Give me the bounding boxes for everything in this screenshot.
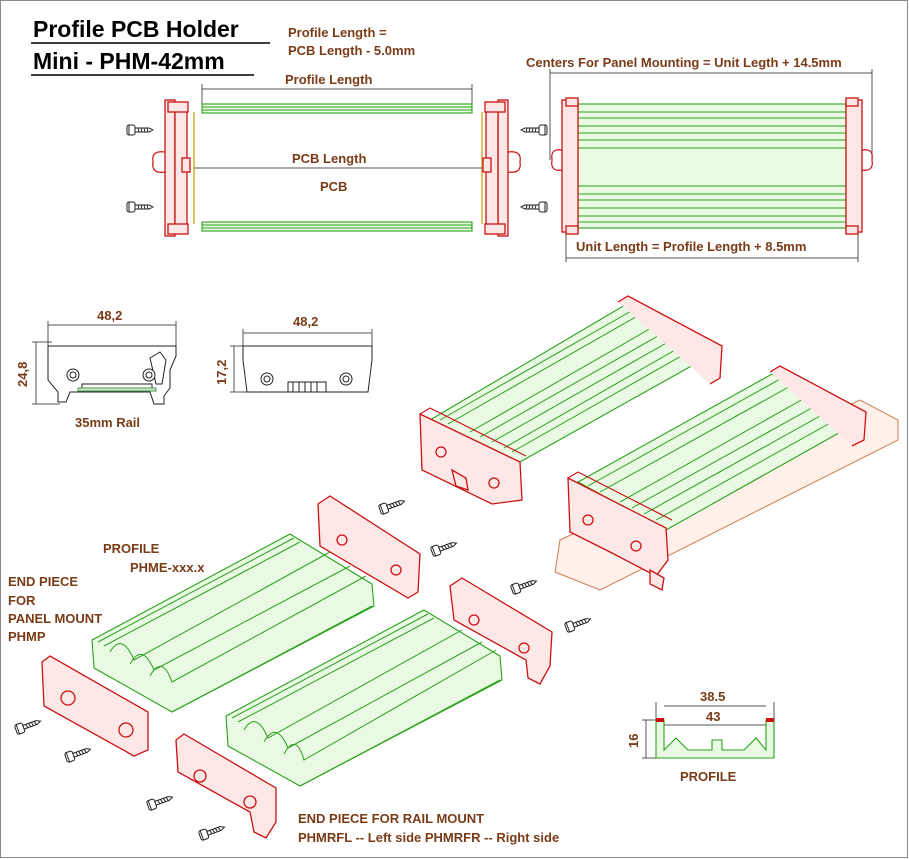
profile-strip-top	[201, 103, 473, 114]
rail-end-height: 24,8	[15, 362, 30, 387]
screw-icon	[13, 715, 43, 736]
right-end-piece-top	[482, 99, 521, 237]
rail-end-label-1: END PIECE FOR RAIL MOUNT	[298, 811, 484, 826]
screw-icon	[63, 743, 93, 764]
panel-end-label-1: END PIECE	[8, 574, 78, 589]
rail-end-view: 48,2 24,8 35mm Rail	[15, 308, 177, 430]
profile-outer-width: 43	[706, 709, 720, 724]
centers-label: Centers For Panel Mounting = Unit Legth …	[526, 55, 842, 70]
end-piece-rail-front	[175, 733, 277, 839]
profile-body	[577, 103, 847, 229]
profile-strip-bottom	[201, 221, 473, 232]
panel-end-height: 17,2	[214, 360, 229, 385]
panel-end-width: 48,2	[293, 314, 318, 329]
pcb-label: PCB	[320, 179, 347, 194]
panel-end-label-4: PHMP	[8, 629, 46, 644]
profile-label-1: PROFILE	[103, 541, 160, 556]
profile-height: 16	[626, 734, 641, 748]
profile-label-2: PHME-xxx.x	[130, 560, 205, 575]
screw-icon	[509, 575, 539, 596]
rail-caption: 35mm Rail	[75, 415, 140, 430]
screw-icon	[126, 124, 154, 136]
title-line-2: Mini - PHM-42mm	[33, 48, 225, 74]
screw-icon	[145, 791, 175, 812]
screw-icon	[377, 495, 407, 516]
left-end-piece-top	[152, 99, 191, 237]
assembled-rail-mount	[554, 365, 899, 591]
profile-cross-section: 38.5 43 16 PROFILE	[626, 689, 775, 784]
panel-mount-view: Centers For Panel Mounting = Unit Legth …	[526, 55, 873, 262]
rail-end-width: 48,2	[97, 308, 122, 323]
rail-end-label-2: PHMRFL -- Left side PHMRFR -- Right side	[298, 830, 559, 845]
panel-end-label-3: PANEL MOUNT	[8, 611, 102, 626]
screw-icon	[520, 201, 548, 213]
profile-caption: PROFILE	[680, 769, 737, 784]
profile-phme-rail	[225, 609, 503, 787]
pcb-length-label: PCB Length	[292, 151, 366, 166]
screw-icon	[563, 613, 593, 634]
screw-icon	[126, 201, 154, 213]
end-piece-panel-front	[41, 655, 149, 757]
screw-icon	[197, 821, 227, 842]
end-piece-rail-back	[449, 577, 553, 685]
title-block: Profile PCB Holder Mini - PHM-42mm	[31, 16, 270, 76]
profile-length-formula-1: Profile Length =	[288, 25, 387, 40]
screw-icon	[520, 124, 548, 136]
panel-end-view: 48,2 17,2	[214, 314, 373, 393]
title-line-1: Profile PCB Holder	[33, 16, 239, 42]
panel-end-label-2: FOR	[8, 593, 36, 608]
unit-length-label: Unit Length = Profile Length + 8.5mm	[576, 239, 806, 254]
assembled-panel-mount	[419, 295, 723, 505]
profile-length-formula-2: PCB Length - 5.0mm	[288, 43, 415, 58]
top-view: Profile Length = PCB Length - 5.0mm Prof…	[126, 25, 548, 237]
end-piece-panel-back	[317, 495, 421, 599]
profile-phme	[91, 533, 375, 713]
profile-inner-width: 38.5	[700, 689, 725, 704]
screw-icon	[429, 537, 459, 558]
profile-length-label: Profile Length	[285, 72, 372, 87]
